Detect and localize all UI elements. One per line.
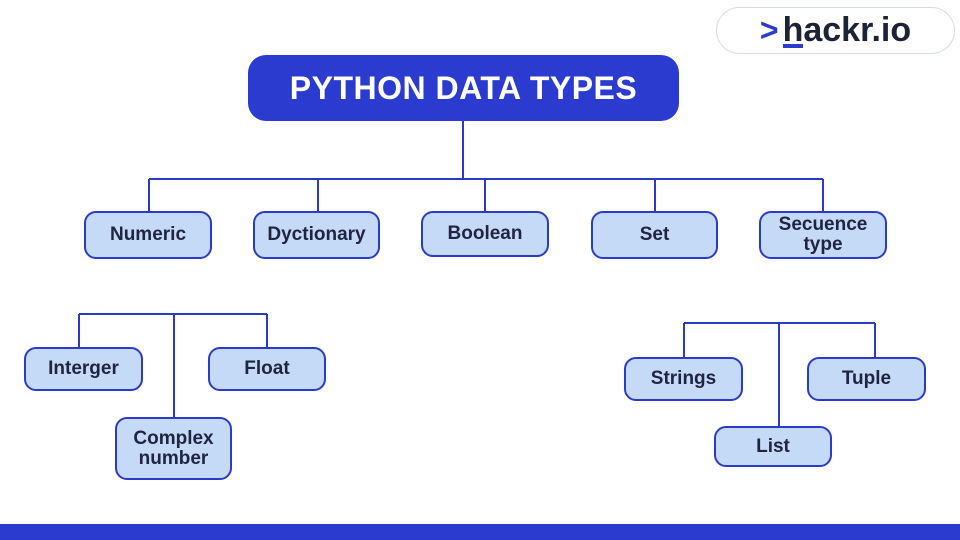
footer-bar xyxy=(0,524,960,540)
node-list: List xyxy=(714,426,832,467)
chevron-logo-mark: > xyxy=(759,12,779,48)
node-boolean: Boolean xyxy=(421,211,549,257)
node-set: Set xyxy=(591,211,718,259)
diagram-title: PYTHON DATA TYPES xyxy=(248,55,679,121)
node-strings: Strings xyxy=(624,357,743,401)
logo-h-letter: h xyxy=(782,11,804,49)
node-tuple: Tuple xyxy=(807,357,926,401)
hackr-io-logo: > h ackr.io xyxy=(716,7,955,54)
node-numeric: Numeric xyxy=(84,211,212,259)
node-sequence-type: Secuence type xyxy=(759,211,887,259)
node-float: Float xyxy=(208,347,326,391)
logo-wordmark-rest: ackr.io xyxy=(803,11,912,49)
node-complex-number: Complex number xyxy=(115,417,232,480)
node-dictionary: Dyctionary xyxy=(253,211,380,259)
node-integer: Interger xyxy=(24,347,143,391)
